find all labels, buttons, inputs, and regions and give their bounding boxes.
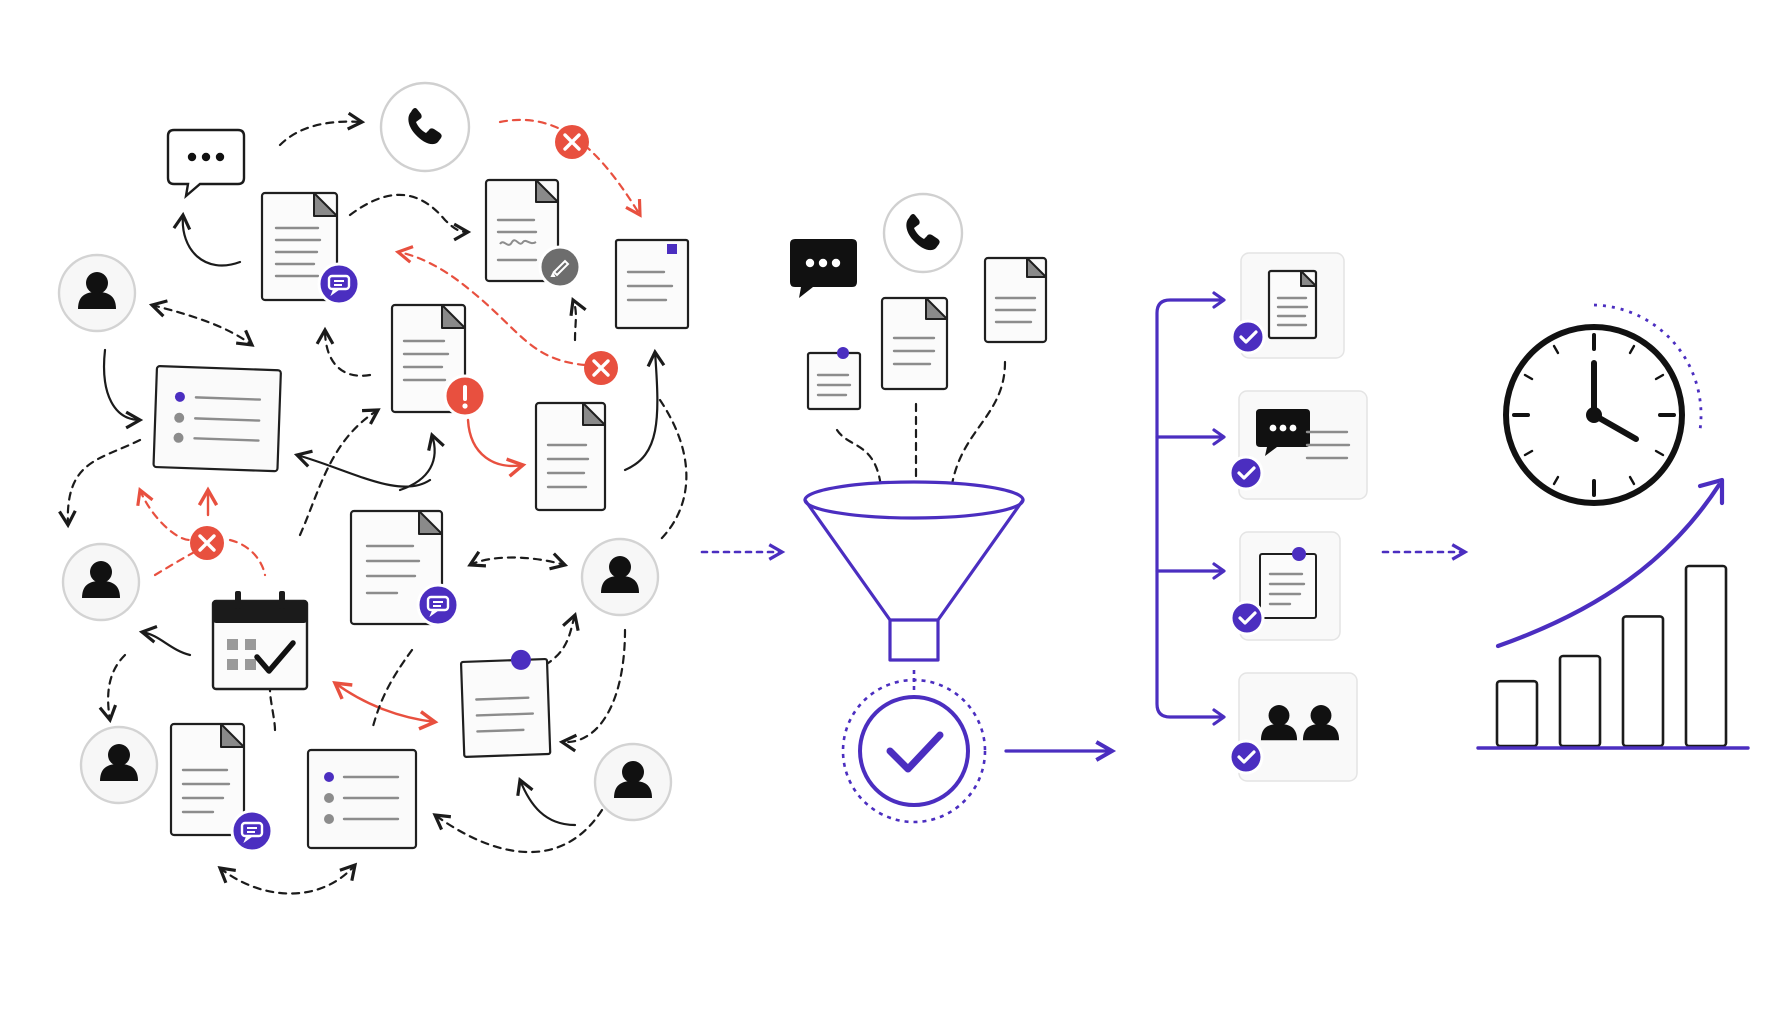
check-circle-icon xyxy=(841,678,987,824)
document-icon xyxy=(260,191,339,302)
pinned-note-icon xyxy=(459,649,552,758)
trend-arrow-icon xyxy=(1495,482,1722,649)
chat-bubble-icon xyxy=(790,239,857,298)
document-icon xyxy=(1267,269,1318,340)
checklist-icon xyxy=(306,748,418,850)
organized-stage xyxy=(1155,252,1368,782)
user-icon xyxy=(57,253,137,333)
bar-2 xyxy=(1558,654,1602,748)
pinned-note-icon xyxy=(806,347,862,411)
pinned-note-icon xyxy=(1259,547,1317,619)
comment-badge-icon xyxy=(416,583,460,627)
error-x-icon xyxy=(188,524,226,562)
check-badge-icon xyxy=(1230,319,1266,355)
chat-bubble-icon xyxy=(166,128,246,200)
bar-chart-icon xyxy=(1495,564,1728,748)
funnel-stage xyxy=(790,192,1117,824)
funnel-icon xyxy=(803,480,1025,662)
branch-connectors xyxy=(1155,291,1226,726)
error-x-icon xyxy=(553,123,591,161)
error-x-icon xyxy=(582,349,620,387)
organized-message-card xyxy=(1238,390,1368,500)
checklist-icon xyxy=(152,365,282,473)
phone-icon xyxy=(882,192,964,274)
user-icon xyxy=(79,725,159,805)
document-icon xyxy=(534,401,607,512)
pencil-icon xyxy=(538,245,582,289)
check-badge-icon xyxy=(1228,455,1264,491)
alert-icon xyxy=(443,374,487,418)
user-icon xyxy=(61,542,141,622)
organized-team-card xyxy=(1238,672,1358,782)
document-icon xyxy=(169,722,246,837)
bar-1 xyxy=(1495,679,1539,748)
pinned-note-icon xyxy=(614,238,690,330)
check-badge-icon xyxy=(1228,739,1264,775)
clock-icon xyxy=(1503,303,1703,506)
signed-document-icon xyxy=(484,178,560,283)
organized-note-card xyxy=(1239,531,1341,641)
user-icon xyxy=(593,742,673,822)
user-icon xyxy=(580,537,660,617)
check-badge-icon xyxy=(1229,600,1265,636)
document-icon xyxy=(880,296,949,391)
comment-badge-icon xyxy=(230,809,274,853)
chaos-stage xyxy=(57,81,690,895)
chat-bubble-icon xyxy=(1256,409,1310,456)
results-stage xyxy=(1476,303,1750,750)
document-icon xyxy=(983,256,1048,344)
bar-4 xyxy=(1684,564,1728,748)
chaos-connector-arrows xyxy=(58,111,688,895)
bar-3 xyxy=(1621,615,1665,748)
calendar-check-icon xyxy=(211,591,309,691)
comment-badge-icon xyxy=(317,262,361,306)
organized-document-card xyxy=(1240,252,1345,359)
phone-icon xyxy=(379,81,471,173)
